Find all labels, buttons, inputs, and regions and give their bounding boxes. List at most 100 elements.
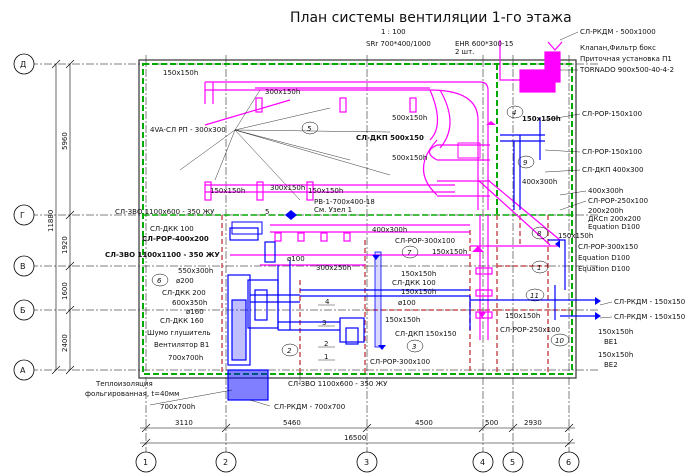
axis-4: 4 [480, 458, 485, 467]
axis-6: 6 [566, 458, 571, 467]
label-sl3vo2: СЛ-ЗВО 1100х1100 - 350 ЖУ [105, 251, 220, 259]
label-d150x150-r: 150х150h [522, 115, 561, 123]
label-equation-b: Equation D100 [578, 254, 630, 262]
label-d150x150-d: 150х150h [432, 248, 467, 256]
label-sldkk100b: СЛ-ДКК 100 [392, 279, 436, 287]
room-1: 1 [537, 264, 541, 272]
label-o200a: ø200 [176, 277, 194, 285]
dim-bottom-1: 3110 [175, 419, 193, 427]
label-d600x350: 600х350h [172, 299, 207, 307]
scale-label: 1 : 100 [381, 28, 406, 36]
label-d150x150-b1: 150х150h [210, 187, 245, 195]
dim-left-g: 1920 [61, 236, 69, 254]
label-shum: Шумо глушитель [147, 329, 211, 337]
label-ehr: EHR 600*300-15 [455, 40, 513, 48]
exhaust-riser [374, 251, 382, 348]
room-8: 8 [537, 230, 542, 238]
room-9: 9 [523, 159, 528, 167]
exhaust-duct [227, 118, 595, 401]
callout-5: 5 [265, 208, 269, 216]
label-sm: См. Узел 1 [314, 206, 352, 214]
axis-B: Б [20, 306, 26, 315]
label-equation-c: Equation D100 [578, 265, 630, 273]
room-11: 11 [530, 292, 539, 300]
label-o100a: ø100 [287, 255, 305, 263]
label-d300x150-b: 300х150h [270, 184, 305, 192]
label-slrkdm150b: СЛ-РКДМ - 150х150 [614, 313, 685, 321]
label-slpop150-a: СЛ-РОР-150х100 [582, 110, 642, 118]
label-teplo2: фольгированная, t=40мм [85, 390, 179, 398]
dim-bottom-4: 500 [485, 419, 498, 427]
exhaust-grille-top [231, 221, 263, 235]
label-slpop300c: СЛ-РОР-300х100 [370, 358, 430, 366]
label-teplo1: Теплоизоляция [95, 380, 153, 388]
label-sl3vo3: СЛ-ЗВО 1100х600 - 350 ЖУ [288, 380, 388, 388]
label-equation-a: Equation D100 [588, 223, 640, 231]
label-slpop300a: СЛ-РОР-300х100 [395, 237, 455, 245]
axis-5: 5 [510, 458, 515, 467]
room-2: 2 [287, 347, 292, 355]
label-vasl: 4VA-СЛ РП - 300х300 [150, 126, 226, 134]
callout-3: 3 [322, 319, 326, 327]
label-d400x300-b: 400х300h [588, 187, 623, 195]
label-d400x300-c: 400х300h [372, 226, 407, 234]
label-slrkdm150a: СЛ-РКДМ - 150х150 [614, 298, 685, 306]
callout-leaders [149, 304, 335, 407]
label-slpop150-b: СЛ-РОР-150х100 [582, 148, 642, 156]
supply-grille-block-a [457, 142, 481, 159]
dim-left-top: 5960 [61, 132, 69, 150]
label-sldkp500: СЛ-ДКП 500х150 [356, 134, 424, 142]
dim-left-b: 2400 [61, 334, 69, 352]
axis-bubbles-letters: Д Г В Б А [13, 53, 35, 381]
dim-bottom-total: 16500 [344, 434, 366, 442]
dim-bottom-5: 2930 [524, 419, 542, 427]
label-rv: РВ-1-700х400-18 [314, 198, 375, 206]
label-sl-rkdm-top: СЛ-РКДМ - 500х1000 [580, 28, 656, 36]
vasl-leaders [179, 89, 391, 201]
label-sldkk200: СЛ-ДКК 200 [162, 289, 206, 297]
label-d150x150-c: 150х150h [558, 232, 593, 240]
label-d150x150-tl: 150х150h [163, 69, 198, 77]
label-d150x150-f: 150х150h [401, 288, 436, 296]
label-ehr2: 2 шт. [455, 48, 474, 56]
axis-A: А [20, 366, 26, 375]
dim-left-total: 11880 [47, 210, 55, 232]
label-d500x150-a: 500х150h [392, 114, 427, 122]
room-4: 4 [512, 109, 516, 117]
label-d400x300: 400х300h [522, 178, 557, 186]
label-slrkdm700: СЛ-РКДМ - 700х700 [274, 403, 345, 411]
axis-G: Г [20, 211, 25, 220]
label-sl3vo1: СЛ-ЗВО 1100х600 - 350 ЖУ [115, 208, 215, 216]
label-d500x150-b: 500х150h [392, 154, 427, 162]
room-3: 3 [412, 343, 416, 351]
axis-V: В [20, 262, 26, 271]
axis-D: Д [20, 60, 26, 69]
right-leaders [544, 31, 613, 319]
label-klapan: Клапан,Фильтр бокс [580, 44, 656, 52]
label-o100b: ø100 [398, 299, 416, 307]
label-sldkk160: СЛ-ДКК 160 [160, 317, 204, 325]
valve-symbols [285, 210, 601, 350]
label-d200x200: 200х200h [588, 207, 623, 215]
dim-bottom-2: 5460 [283, 419, 301, 427]
supply-duct [204, 40, 563, 340]
label-d150x150-h: 150х150h [598, 328, 633, 336]
room-7: 7 [407, 249, 412, 257]
label-d150x150-e: 150х150h [401, 270, 436, 278]
axis-2: 2 [223, 458, 228, 467]
callout-4: 4 [325, 298, 330, 306]
room-6: 6 [157, 277, 162, 285]
plan-title: План системы вентиляции 1-го этажа [290, 10, 572, 26]
label-d150x150-i: 150х150h [598, 351, 633, 359]
supply-symbols [472, 121, 496, 318]
label-d150x150-b2: 150х150h [308, 187, 343, 195]
label-pritoch: Приточная установка П1 [580, 55, 672, 63]
callout-2: 2 [324, 340, 328, 348]
label-d150x150-h2: 150х150h [505, 312, 540, 320]
label-slpop250b: СЛ-РОР-250х100 [500, 326, 560, 334]
axis-3: 3 [364, 458, 369, 467]
dim-left-v: 1600 [61, 282, 69, 300]
axis-bubbles-numbers: 1 2 3 4 5 6 [135, 451, 580, 473]
dim-bottom-3: 4500 [415, 419, 433, 427]
